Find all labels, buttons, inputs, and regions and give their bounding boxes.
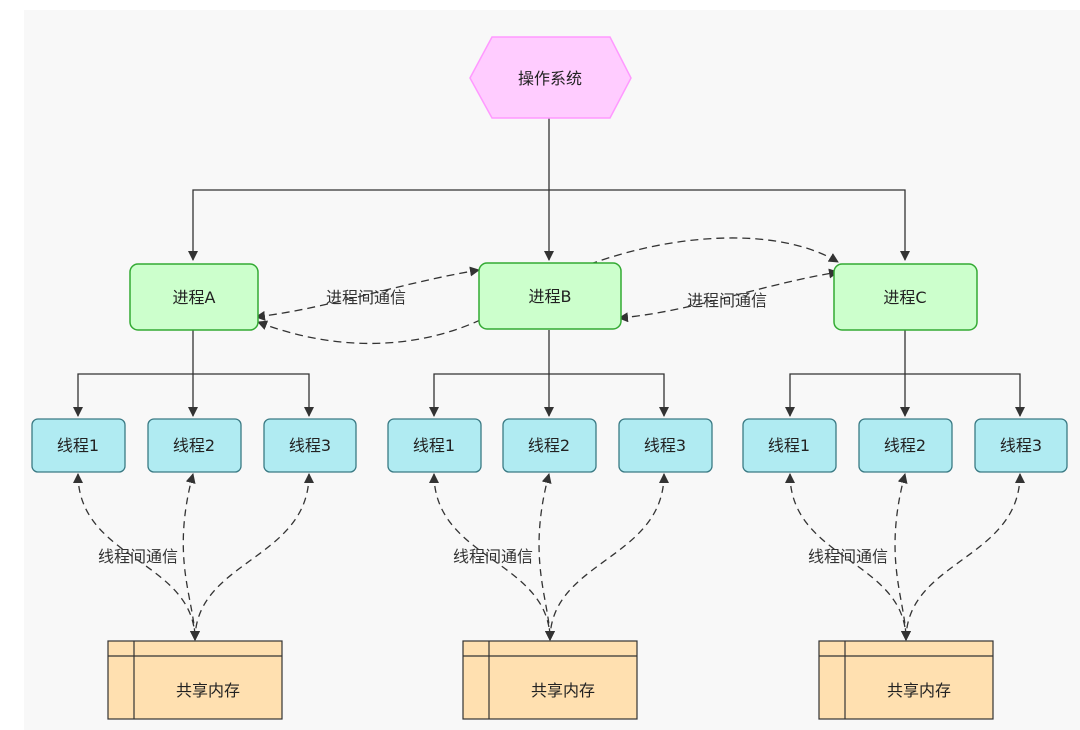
process-c-threads: 线程1 线程2 线程3 — [742, 418, 1068, 473]
thread-b2-label: 线程2 — [528, 436, 570, 455]
thread-a3-label: 线程3 — [289, 436, 331, 455]
ipc-label-ab: 进程间通信 — [326, 288, 406, 307]
thread-comm-label-a: 线程间通信 — [98, 547, 178, 566]
shared-memory-a-label: 共享内存 — [176, 681, 240, 700]
process-a-node: 进程A — [129, 263, 259, 331]
os-label: 操作系统 — [518, 69, 582, 88]
thread-c2-label: 线程2 — [884, 436, 926, 455]
os-connectors — [188, 118, 910, 261]
thread-comm-curves — [73, 473, 1025, 641]
process-c-label: 进程C — [883, 288, 926, 307]
process-a-threads: 线程1 线程2 线程3 — [31, 418, 357, 473]
thread-comm-label-b: 线程间通信 — [453, 547, 533, 566]
os-to-process-c-line — [549, 189, 910, 261]
thread-c3-label: 线程3 — [1000, 436, 1042, 455]
shared-memory-b: 共享内存 — [462, 640, 638, 720]
process-b-threads: 线程1 线程2 线程3 — [387, 418, 713, 473]
process-b-node: 进程B — [478, 262, 622, 330]
shared-memory-c-label: 共享内存 — [887, 681, 951, 700]
ipc-label-bc: 进程间通信 — [687, 291, 767, 310]
thread-c1-label: 线程1 — [768, 436, 810, 455]
ipc-curves — [255, 237, 839, 345]
thread-b3-label: 线程3 — [644, 436, 686, 455]
os-node: 操作系统 — [469, 36, 632, 119]
thread-b1-label: 线程1 — [413, 436, 455, 455]
shared-memory-c: 共享内存 — [818, 640, 994, 720]
shared-memory-a: 共享内存 — [107, 640, 283, 720]
os-to-process-a-line — [188, 189, 549, 261]
process-thread-connectors — [73, 330, 1025, 417]
thread-a1-label: 线程1 — [57, 436, 99, 455]
thread-comm-label-c: 线程间通信 — [808, 547, 888, 566]
process-a-label: 进程A — [173, 288, 216, 307]
process-c-node: 进程C — [833, 263, 978, 331]
shared-memory-b-label: 共享内存 — [531, 681, 595, 700]
ipc-a-c-curve — [257, 237, 839, 345]
thread-a2-label: 线程2 — [173, 436, 215, 455]
process-b-label: 进程B — [529, 287, 572, 306]
